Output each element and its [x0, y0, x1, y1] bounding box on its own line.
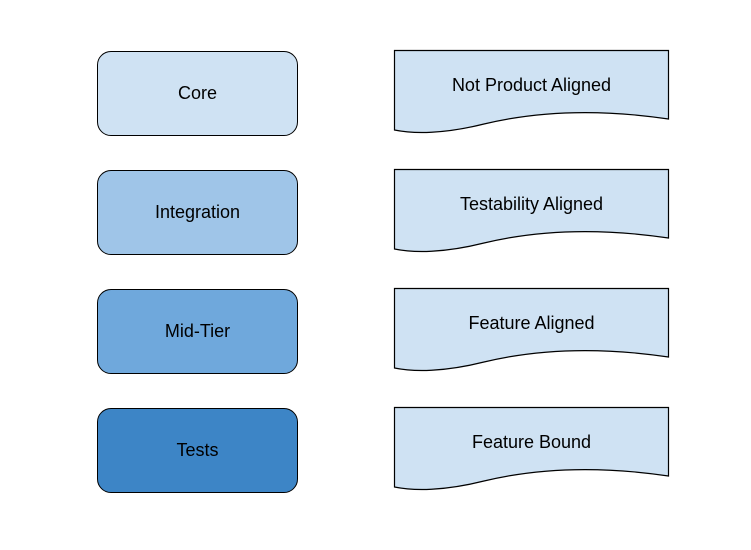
document-shape-1 [393, 49, 670, 134]
layer-integration-box: Integration [97, 170, 298, 255]
layer-integration-label: Integration [154, 202, 241, 222]
alignment-testability-label: Testability Aligned [459, 193, 604, 214]
document-shape-4 [393, 406, 670, 491]
layer-core-box: Core [97, 51, 298, 136]
alignment-testability-document: Testability Aligned [393, 168, 670, 255]
document-shape-2 [393, 168, 670, 253]
layer-tests-label: Tests [176, 440, 219, 460]
alignment-feature-aligned-label: Feature Aligned [468, 312, 595, 333]
alignment-not-product-document: Not Product Aligned [393, 49, 670, 136]
alignment-feature-bound-document: Feature Bound [393, 406, 670, 493]
layer-tests-box: Tests [97, 408, 298, 493]
alignment-feature-aligned-document: Feature Aligned [393, 287, 670, 374]
alignment-not-product-label: Not Product Aligned [451, 74, 612, 95]
layer-core-label: Core [177, 83, 217, 103]
layer-midtier-box: Mid-Tier [97, 289, 298, 374]
alignment-feature-bound-label: Feature Bound [471, 431, 592, 452]
document-shape-3 [393, 287, 670, 372]
layer-midtier-label: Mid-Tier [164, 321, 231, 341]
